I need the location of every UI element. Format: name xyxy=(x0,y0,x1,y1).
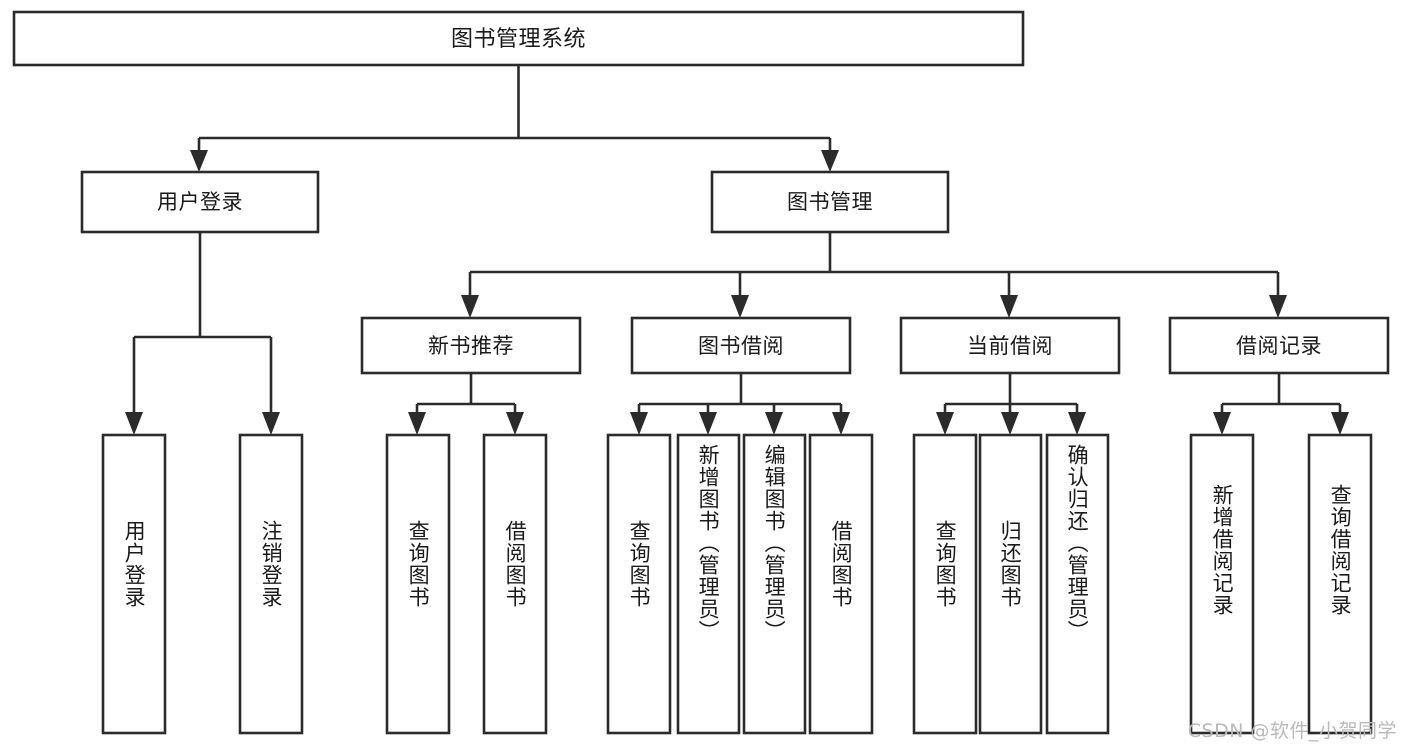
node-user-login-label: 用户登录 xyxy=(157,190,243,214)
arrowhead-to-new-book-recommend xyxy=(461,295,479,318)
leaf-query-book-3-box[interactable] xyxy=(912,433,978,735)
node-new-book-recommend-label: 新书推荐 xyxy=(428,334,514,358)
arrowhead-to-book-borrow xyxy=(731,295,749,318)
node-book-management-label: 图书管理 xyxy=(787,190,873,214)
connector-borrow-record-to-leaves xyxy=(1213,373,1349,435)
connector-book-borrow-to-leaves xyxy=(630,373,850,435)
connector-user-login-to-leaves xyxy=(125,232,280,435)
leaf-confirm-return-box[interactable] xyxy=(1045,433,1110,735)
arrowhead-to-book-management xyxy=(821,150,839,172)
watermark-text: CSDN @软件_小贺同学 xyxy=(1187,720,1397,742)
leaf-query-book-2-box[interactable] xyxy=(606,433,672,735)
arrowhead-to-leaf-add-record xyxy=(1213,412,1231,435)
arrowhead-to-leaf-query-book-2 xyxy=(630,412,648,435)
node-user-login[interactable]: 用户登录 xyxy=(80,170,320,234)
leaf-return-book-box[interactable] xyxy=(978,433,1043,735)
arrowhead-to-leaf-query-book-3 xyxy=(936,412,954,435)
node-current-borrow-label: 当前借阅 xyxy=(967,334,1053,358)
node-user-login-box xyxy=(80,170,320,234)
arrowhead-to-leaf-edit-book xyxy=(765,412,783,435)
leaf-borrow-book-1-box[interactable] xyxy=(482,433,548,735)
node-current-borrow-box xyxy=(899,316,1121,375)
connector-book-management-to-level3 xyxy=(461,232,1287,318)
node-book-borrow[interactable]: 图书借阅 xyxy=(630,316,852,375)
node-current-borrow[interactable]: 当前借阅 xyxy=(899,316,1121,375)
node-book-management[interactable]: 图书管理 xyxy=(710,170,950,234)
node-borrow-record[interactable]: 借阅记录 xyxy=(1168,316,1390,375)
node-root-system[interactable]: 图书管理系统 xyxy=(12,10,1025,67)
arrowhead-to-leaf-return-book xyxy=(1001,412,1019,435)
leaf-add-record-box[interactable] xyxy=(1189,433,1255,735)
connector-current-borrow-to-leaves xyxy=(936,373,1086,435)
arrowhead-to-current-borrow xyxy=(1000,295,1018,318)
arrowhead-to-user-login xyxy=(190,150,208,172)
leaf-borrow-book-2-box[interactable] xyxy=(808,433,874,735)
arrowhead-to-leaf-user-logout xyxy=(262,412,280,435)
arrowhead-to-leaf-user-login xyxy=(125,412,143,435)
leaf-edit-book-box[interactable] xyxy=(742,433,807,735)
node-borrow-record-label: 借阅记录 xyxy=(1236,334,1322,358)
arrowhead-to-leaf-borrow-book-1 xyxy=(506,412,524,435)
leaf-user-login-box[interactable] xyxy=(101,433,167,735)
arrowhead-to-leaf-query-record xyxy=(1331,412,1349,435)
node-new-book-recommend-box xyxy=(360,316,582,375)
leaf-query-book-1-box[interactable] xyxy=(385,433,451,735)
leaf-add-book-box[interactable] xyxy=(676,433,741,735)
arrowhead-to-leaf-borrow-book-2 xyxy=(832,412,850,435)
arrowhead-to-leaf-add-book xyxy=(699,412,717,435)
node-root-system-label: 图书管理系统 xyxy=(451,27,586,52)
node-new-book-recommend[interactable]: 新书推荐 xyxy=(360,316,582,375)
node-book-borrow-label: 图书借阅 xyxy=(698,334,784,358)
arrowhead-to-leaf-confirm-return xyxy=(1068,412,1086,435)
leaf-query-record-box[interactable] xyxy=(1307,433,1373,735)
connector-new-book-recommend-to-leaves xyxy=(408,373,524,435)
arrowhead-to-leaf-query-book-1 xyxy=(408,412,426,435)
node-root-system-box xyxy=(12,10,1025,67)
connector-root-to-level2 xyxy=(190,65,839,172)
leaf-user-logout-box[interactable] xyxy=(238,433,304,735)
arrowhead-to-borrow-record xyxy=(1269,295,1287,318)
